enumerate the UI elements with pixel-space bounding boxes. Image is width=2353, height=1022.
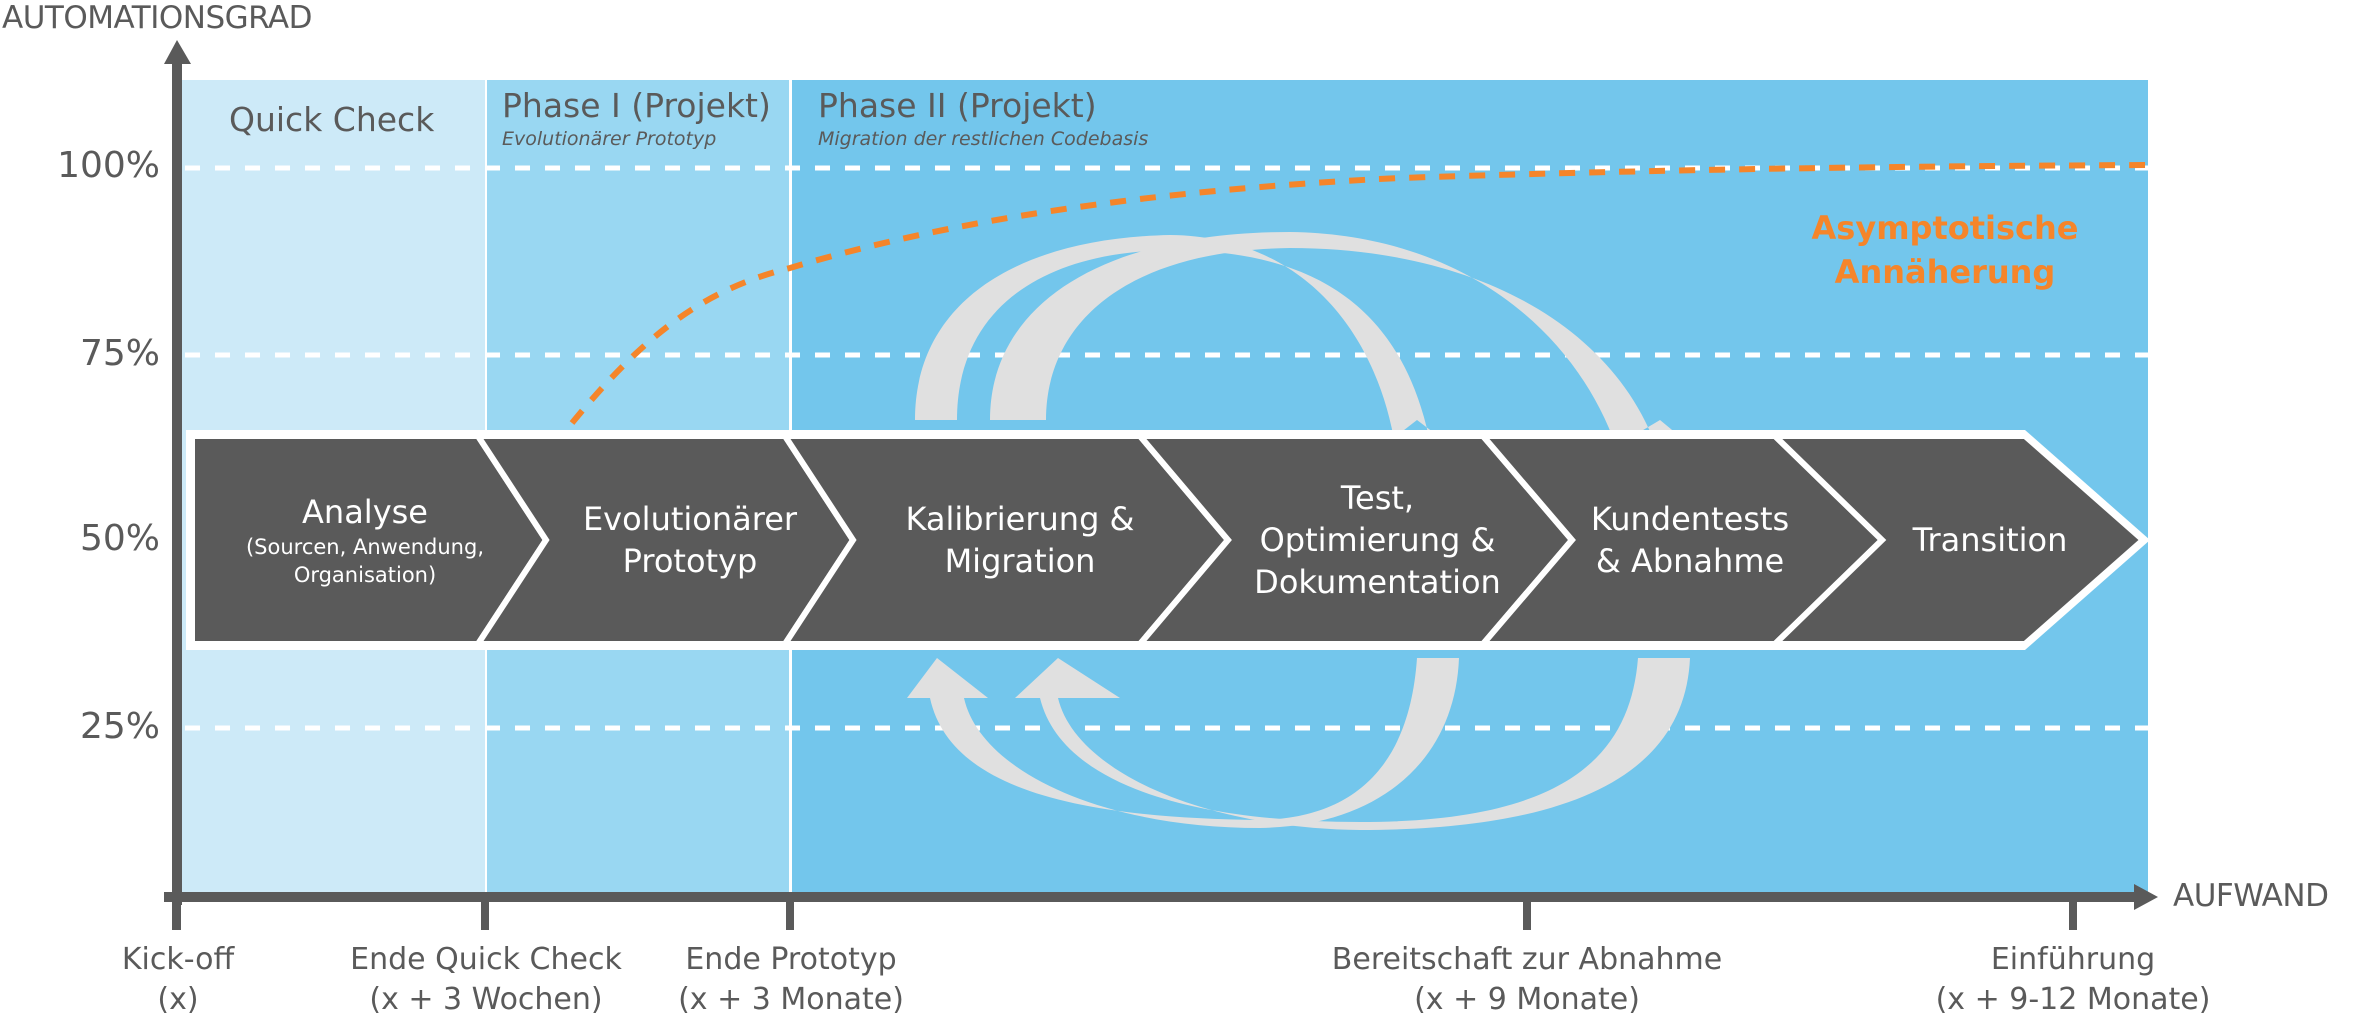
step-title: Test, Optimierung & Dokumentation <box>1254 479 1501 601</box>
x-axis-title: AUFWAND <box>2173 878 2329 914</box>
phase-title-quick-check: Quick Check <box>229 100 435 139</box>
x-tick-prototype <box>786 892 794 930</box>
step-title: Kalibrierung & Migration <box>905 500 1135 580</box>
x-tick-introduction <box>2069 892 2077 930</box>
milestone-acceptance: Bereitschaft zur Abnahme (x + 9 Monate) <box>1332 940 1722 1020</box>
milestone-label: Bereitschaft zur Abnahme <box>1331 942 1723 977</box>
milestone-kickoff: Kick-off (x) <box>122 940 234 1020</box>
milestone-time: (x) <box>157 982 199 1017</box>
step-detail: (Sourcen, Anwendung, Organisation) <box>245 535 484 587</box>
y-tick-75: 75% <box>79 333 160 374</box>
phase-title-phase1: Phase I (Projekt) <box>502 86 771 125</box>
milestone-time: (x + 3 Monate) <box>678 982 904 1017</box>
step-title: Kundentests & Abnahme <box>1590 500 1790 580</box>
y-axis-arrow-icon <box>164 40 191 64</box>
y-axis <box>164 40 191 905</box>
x-axis <box>164 884 2158 930</box>
upper-cycle-arrows <box>915 232 1706 458</box>
y-tick-25: 25% <box>79 706 160 747</box>
x-axis-arrow-icon <box>2134 884 2158 910</box>
x-tick-kickoff <box>172 892 181 930</box>
milestone-quick-check: Ende Quick Check (x + 3 Wochen) <box>350 940 622 1020</box>
cycle-arrow-lower-2 <box>1015 658 1690 830</box>
phase-subtitle-phase1: Evolutionärer Prototyp <box>502 128 717 150</box>
milestone-label: Ende Prototyp <box>685 942 897 977</box>
step-title: Analyse <box>302 493 428 531</box>
process-chevrons <box>189 433 2148 647</box>
y-tick-100: 100% <box>57 145 160 186</box>
y-tick-50: 50% <box>79 518 160 559</box>
step-kalibrierung: Kalibrierung & Migration <box>870 432 1170 648</box>
milestone-time: (x + 3 Wochen) <box>369 982 603 1017</box>
step-prototyp: Evolutionärer Prototyp <box>560 432 820 648</box>
step-transition: Transition <box>1890 432 2090 648</box>
step-analyse: Analyse (Sourcen, Anwendung, Organisatio… <box>220 432 510 648</box>
x-tick-acceptance <box>1523 892 1531 930</box>
lower-cycle-arrows <box>907 658 1690 830</box>
milestone-label: Kick-off <box>121 942 235 977</box>
cycle-arrow-lower-1 <box>907 658 1459 828</box>
y-axis-title: AUTOMATIONSGRAD <box>2 0 313 36</box>
step-test: Test, Optimierung & Dokumentation <box>1235 432 1520 648</box>
milestone-prototype: Ende Prototyp (x + 3 Monate) <box>678 940 904 1020</box>
chevron-transition <box>1767 433 2148 647</box>
cycle-arrow-upper-1 <box>915 235 1467 458</box>
milestone-time: (x + 9-12 Monate) <box>1935 982 2211 1017</box>
annotation-line1: Asymptotische <box>1811 209 2079 247</box>
phase-subtitle-phase2: Migration der restlichen Codebasis <box>818 128 1149 150</box>
step-title: Evolutionärer Prototyp <box>582 500 798 580</box>
milestone-label: Einführung <box>1990 942 2156 977</box>
milestone-label: Ende Quick Check <box>350 942 622 977</box>
phase-title-phase2: Phase II (Projekt) <box>818 86 1097 125</box>
milestone-time: (x + 9 Monate) <box>1414 982 1640 1017</box>
cycle-arrow-upper-2 <box>990 232 1706 458</box>
asymptote-annotation: Asymptotische Annäherung <box>1790 206 2100 294</box>
milestone-introduction: Einführung (x + 9-12 Monate) <box>1936 940 2211 1020</box>
step-title: Transition <box>1912 521 2068 559</box>
asymptote-curve <box>569 162 2149 425</box>
x-tick-quick-check <box>481 892 489 930</box>
annotation-line2: Annäherung <box>1834 253 2056 291</box>
step-kundentests: Kundentests & Abnahme <box>1580 432 1800 648</box>
